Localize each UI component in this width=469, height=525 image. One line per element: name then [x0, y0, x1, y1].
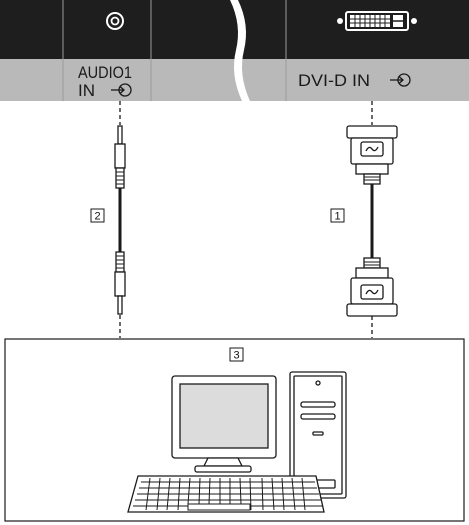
audio-cable	[114, 101, 126, 338]
audio-jack-icon	[106, 12, 124, 30]
display-panel: AUDIO1 IN DVI-D IN	[0, 0, 469, 101]
input-arrow-icon	[111, 83, 132, 97]
dvi-connector-top	[346, 125, 398, 185]
callout-dvi-cable: 1	[330, 208, 345, 223]
input-arrow-icon	[390, 73, 411, 87]
audio-in-label-line1: AUDIO1	[78, 63, 132, 82]
callout-number: 1	[334, 211, 340, 223]
audio-plug-bottom	[114, 251, 126, 315]
monitor-icon	[171, 375, 277, 473]
callout-number: 3	[233, 350, 239, 362]
dvi-in-label: DVI-D IN	[298, 71, 370, 90]
callout-audio-cable: 2	[90, 208, 105, 223]
keyboard-icon	[127, 475, 325, 513]
dvi-port-icon	[337, 11, 417, 31]
callout-number: 2	[94, 211, 100, 223]
dvi-connector-bottom	[346, 257, 398, 317]
dvi-cable	[346, 101, 398, 338]
panel-break-gap	[230, 0, 250, 101]
audio-in-label-line2: IN	[78, 81, 95, 100]
computer-box: 3	[4, 338, 465, 522]
audio-plug-top	[114, 125, 126, 189]
callout-computer: 3	[229, 347, 244, 362]
